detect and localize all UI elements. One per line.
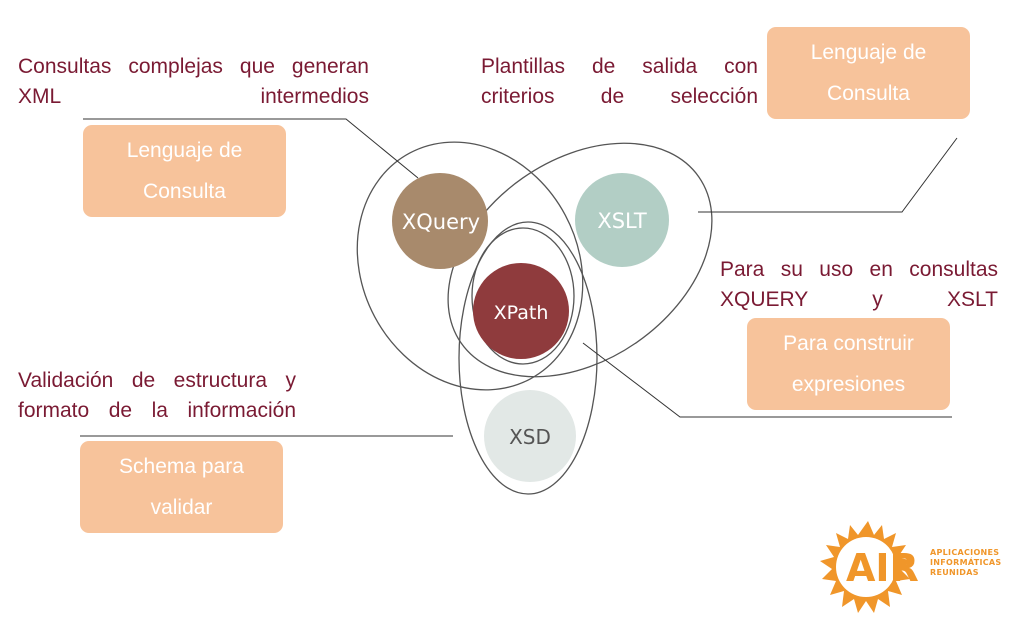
air-logo: AIR	[820, 521, 919, 613]
xsd-box: Schema para validar	[80, 441, 283, 533]
logo-name: AIR	[846, 546, 919, 590]
xquery-node	[392, 173, 488, 269]
xslt-connector	[698, 137, 958, 213]
xpath-connector	[582, 342, 952, 418]
xquery-description: Consultas complejas que generan XML inte…	[18, 55, 369, 108]
xsd-description: Validación de estructura y formato de la…	[18, 369, 296, 422]
sun-burst-icon	[820, 521, 912, 613]
xslt-description: Plantillas de salida con criterios de se…	[481, 55, 758, 108]
xsd-node-label: XSD	[509, 425, 551, 449]
xsd-ellipse	[458, 221, 598, 495]
xsd-box-line-1: Schema para	[119, 455, 244, 478]
xquery-box-line-2: Consulta	[143, 180, 226, 203]
xquery-box: Lenguaje de Consulta	[83, 125, 286, 217]
xslt-box-line-1: Lenguaje de	[810, 41, 927, 64]
xsd-node	[484, 390, 576, 482]
xpath-box-line-2: expresiones	[791, 373, 906, 396]
xsd-box-line-2: validar	[150, 496, 213, 519]
xslt-box-line-2: Consulta	[827, 82, 910, 105]
xslt-box: Lenguaje de Consulta	[767, 27, 970, 119]
logo-subtitle: APLICACIONES INFORMÁTICAS REUNIDAS	[930, 548, 1002, 577]
xslt-ellipse	[447, 142, 713, 378]
xslt-node	[575, 173, 669, 267]
xquery-ellipse	[356, 141, 584, 391]
xquery-box-line-1: Lenguaje de	[126, 139, 243, 162]
xpath-box: Para construir expresiones	[747, 318, 950, 410]
xquery-connector	[83, 118, 419, 179]
xslt-node-label: XSLT	[597, 209, 647, 233]
xpath-node-label: XPath	[494, 302, 549, 324]
xpath-ellipse	[471, 227, 575, 365]
xquery-node-label: XQuery	[402, 210, 480, 234]
xpath-node	[473, 263, 569, 359]
xpath-box-line-1: Para construir	[783, 332, 914, 355]
xpath-description: Para su uso en consultas XQUERY y XSLT	[720, 258, 998, 311]
